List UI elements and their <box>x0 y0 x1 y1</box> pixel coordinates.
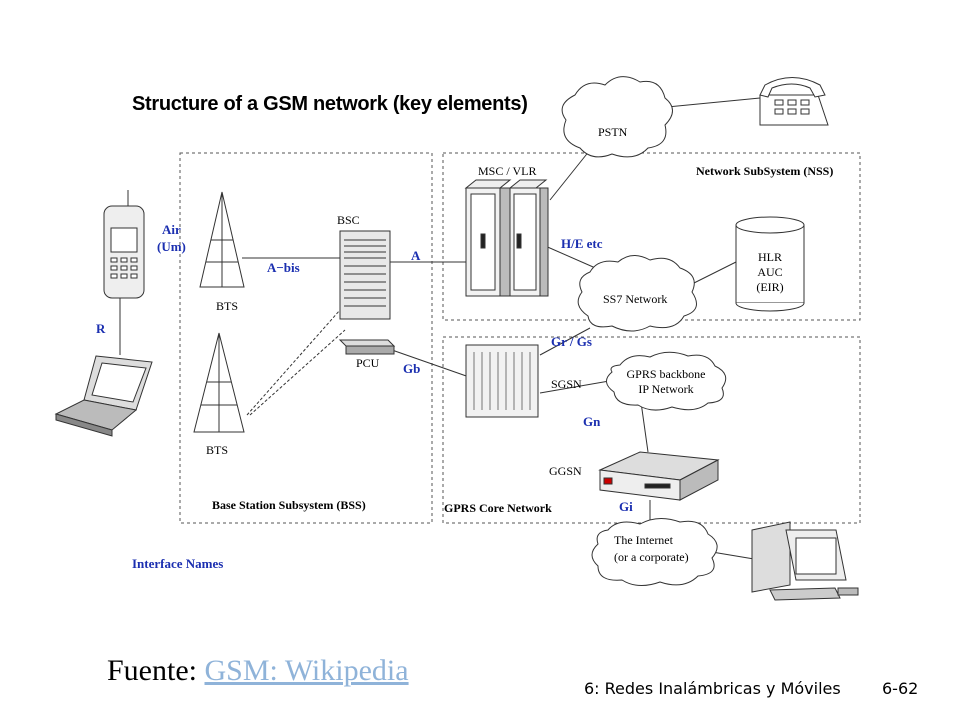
pstn-label: PSTN <box>598 125 628 139</box>
msc-icon <box>464 179 549 297</box>
nss-box-label: Network SubSystem (NSS) <box>696 164 834 178</box>
gprs-backbone-cloud <box>606 351 727 411</box>
pcu-label: PCU <box>356 356 380 370</box>
bsc-icon <box>339 230 391 320</box>
bsc-label: BSC <box>337 213 360 227</box>
desktop-computer-icon <box>751 521 859 601</box>
bss-box-label: Base Station Subsystem (BSS) <box>212 498 366 512</box>
interface-r-label: R <box>96 321 106 336</box>
interface-gn-label: Gn <box>583 414 601 429</box>
source-prefix: Fuente: <box>107 654 205 687</box>
gprs-backbone-label-1: GPRS backbone <box>626 367 706 381</box>
msc-label: MSC / VLR <box>478 164 537 178</box>
course-name: 6: Redes Inalámbricas y Móviles <box>584 679 841 698</box>
bss-box <box>179 152 433 524</box>
interface-gi-label: Gi <box>619 499 633 514</box>
gprs-backbone-label-2: IP Network <box>638 382 694 396</box>
bts-bottom-label: BTS <box>206 443 229 457</box>
telephone-icon <box>759 77 829 126</box>
internet-label-1: The Internet <box>614 533 673 547</box>
interface-names-legend: Interface Names <box>132 556 224 571</box>
interface-abis-label: A−bis <box>267 260 300 275</box>
page-number: 6-62 <box>882 679 919 698</box>
bts-top-label: BTS <box>216 299 239 313</box>
ggsn-icon <box>598 451 720 501</box>
interface-air-label: Air <box>162 222 181 237</box>
bts-top-icon <box>199 191 245 288</box>
sgsn-icon <box>465 344 539 418</box>
source-citation: Fuente: GSM: Wikipedia <box>107 654 409 688</box>
pstn-cloud <box>561 76 673 158</box>
interface-a-label: A <box>411 248 421 263</box>
source-link[interactable]: GSM: Wikipedia <box>204 654 409 687</box>
interface-grgs-label: Gr / Gs <box>551 334 592 349</box>
mobile-phone-icon <box>103 190 145 299</box>
laptop-icon <box>54 355 153 437</box>
interface-um-label: (Um) <box>157 239 186 254</box>
internet-label-2: (or a corporate) <box>614 550 689 564</box>
pcu-icon <box>338 339 396 355</box>
gprs-core-box-label: GPRS Core Network <box>444 501 552 515</box>
hlr-label-3: (EIR) <box>756 280 784 294</box>
diagram-title: Structure of a GSM network (key elements… <box>132 93 528 115</box>
ggsn-label: GGSN <box>549 464 582 478</box>
interface-gb-label: Gb <box>403 361 421 376</box>
interface-he-label: H/E etc <box>561 236 603 251</box>
hlr-label-2: AUC <box>757 265 783 279</box>
sgsn-label: SGSN <box>551 377 582 391</box>
hlr-label-1: HLR <box>758 250 782 264</box>
ss7-cloud <box>577 255 697 332</box>
ss7-label: SS7 Network <box>603 292 668 306</box>
hlr-database-icon <box>735 216 805 312</box>
internet-cloud <box>591 518 718 586</box>
bts-bottom-icon <box>193 332 245 433</box>
